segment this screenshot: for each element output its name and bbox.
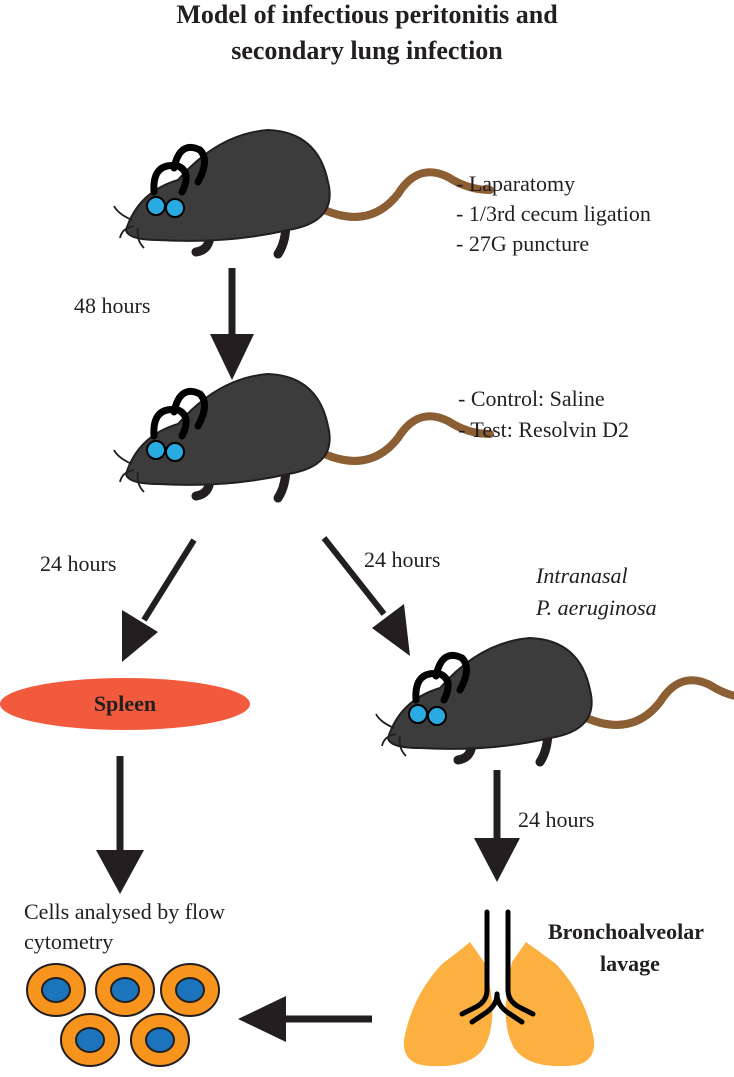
spleen-label: Spleen (93, 691, 157, 716)
cell-icon-3 (160, 963, 220, 1017)
arrow-to-lavage (474, 770, 520, 882)
arrow-lavage-to-cells (238, 996, 372, 1042)
diagram-title-line1: Model of infectious peritonitis and (176, 0, 558, 29)
treatment-control: - Control: Saline (458, 386, 605, 411)
mouse-surgery-icon (114, 130, 490, 254)
diagram-title-line2: secondary lung infection (231, 36, 503, 65)
lavage-label-line2: lavage (600, 951, 660, 976)
infection-pathogen: P. aeruginosa (536, 595, 657, 620)
arrow-to-spleen (122, 538, 197, 662)
surgery-step-1: - Laparatomy (456, 171, 576, 196)
arrow-spleen-to-cells (96, 756, 144, 894)
surgery-step-3: - 27G puncture (456, 231, 590, 256)
interval-spleen-label: 24 hours (40, 551, 117, 576)
surgery-step-2: - 1/3rd cecum ligation (456, 201, 651, 226)
mouse-treatment-icon (114, 374, 490, 498)
lungs-icon (403, 909, 595, 1067)
cell-icon-4 (60, 1013, 120, 1067)
cell-icon-2 (95, 963, 155, 1017)
cells-label-line1: Cells analysed by flow (24, 899, 226, 924)
interval-lavage-label: 24 hours (518, 807, 595, 832)
mouse-infected-icon (376, 638, 734, 762)
interval-infection-label: 24 hours (364, 547, 441, 572)
infection-route: Intranasal (536, 563, 628, 588)
arrow-48h (210, 268, 254, 380)
interval-48h-label: 48 hours (74, 293, 151, 318)
cell-icon-1 (26, 963, 86, 1017)
spleen-shape (0, 678, 250, 730)
arrow-to-infection (321, 536, 410, 656)
lavage-label-line1: Bronchoalveolar (548, 919, 705, 944)
treatment-test: - Test: Resolvin D2 (458, 417, 629, 442)
cell-icon-5 (130, 1013, 190, 1067)
cells-label-line2: cytometry (24, 929, 114, 954)
